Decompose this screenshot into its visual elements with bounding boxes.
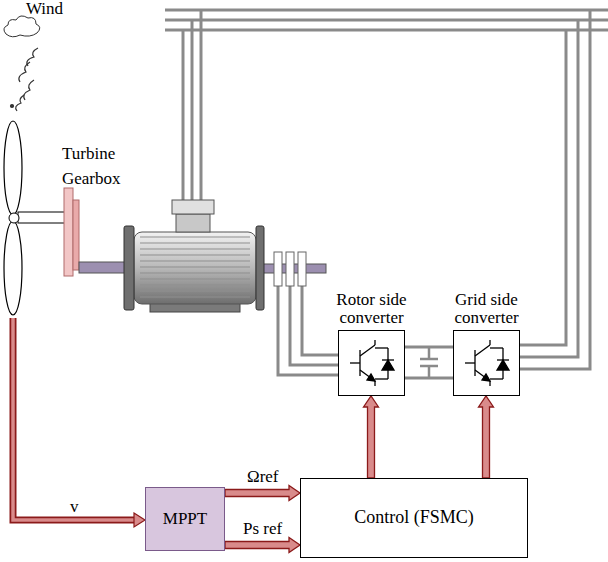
stator-wires <box>183 10 201 200</box>
generator-ribs <box>140 236 250 300</box>
wind-speed-arrowhead <box>134 513 145 527</box>
dc-link-capacitor <box>420 347 438 378</box>
wind-cloud <box>4 16 40 37</box>
signal-name: v <box>70 498 79 517</box>
generator-endcap <box>124 226 134 310</box>
control-box: Control (FSMC) <box>300 478 528 558</box>
wind-label: Wind <box>26 0 63 19</box>
gearbox <box>64 188 73 276</box>
gearbox <box>73 200 79 270</box>
turbine-hub <box>9 213 19 223</box>
signal-arrow <box>479 396 494 478</box>
grid-bus <box>165 10 608 30</box>
mppt-box: MPPT <box>145 487 225 551</box>
signal-arrow <box>225 538 300 553</box>
converter-box: Rotor side converter <box>338 330 405 396</box>
dc-link <box>405 347 453 378</box>
signal-arrow <box>364 396 379 478</box>
converter-name: Rotor side converter <box>312 291 432 328</box>
converter-name: Grid side converter <box>427 291 547 328</box>
signal-name: Ωref <box>245 468 281 487</box>
wind-strokes <box>11 48 39 111</box>
terminal-box <box>176 214 210 232</box>
wind-speed-signal <box>13 318 136 520</box>
slip-ring <box>298 252 306 286</box>
turbine-shaft <box>18 212 65 223</box>
grid-side-wires <box>520 10 590 369</box>
wind-speed-signal <box>13 318 136 520</box>
generator-body <box>134 232 256 304</box>
slip-ring <box>274 252 282 286</box>
slip-ring <box>286 252 294 286</box>
node-label: MPPT <box>163 510 207 529</box>
turbine-blade <box>4 221 22 315</box>
terminal-box <box>172 200 214 214</box>
converter-box: Grid side converter <box>453 330 520 396</box>
turbine-blade <box>4 121 22 215</box>
rotor-wires <box>278 286 338 375</box>
signal-arrow <box>225 486 300 501</box>
gearbox-label: Gearbox <box>62 170 121 189</box>
signal-name: Ps ref <box>241 520 284 539</box>
turbine-label: Turbine <box>62 145 115 164</box>
transistor-symbol <box>350 340 394 386</box>
generator-endcap <box>256 226 264 310</box>
generator-shaft <box>79 262 127 273</box>
transistor-symbol <box>465 340 509 386</box>
node-label: Control (FSMC) <box>354 508 474 528</box>
